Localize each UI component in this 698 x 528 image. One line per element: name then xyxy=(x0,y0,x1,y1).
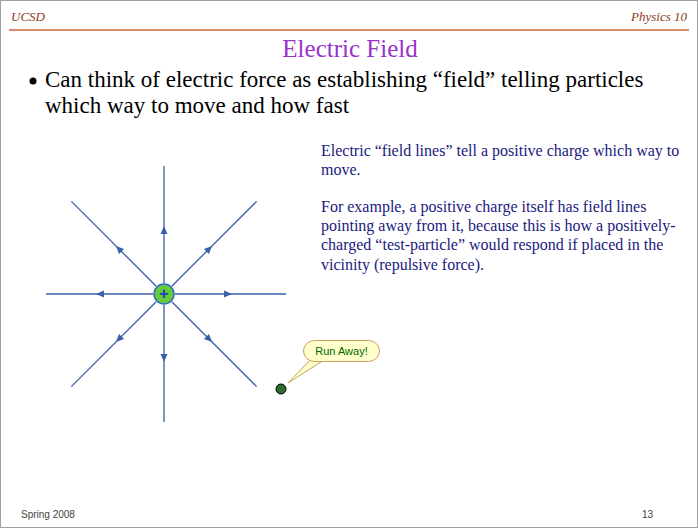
field-lines xyxy=(46,166,286,422)
field-arrowhead xyxy=(116,246,124,254)
explanation-text: For example, a positive charge itself ha… xyxy=(321,197,693,274)
field-line xyxy=(172,302,257,387)
slide-title: Electric Field xyxy=(1,35,698,63)
explanation-text: Electric “field lines” tell a positive c… xyxy=(321,141,693,179)
page-number: 13 xyxy=(642,509,653,520)
field-line xyxy=(163,166,164,283)
header-rule xyxy=(9,29,689,31)
field-arrowhead xyxy=(224,291,232,298)
field-line xyxy=(172,201,257,286)
field-arrowhead xyxy=(161,354,168,362)
field-line xyxy=(71,201,156,286)
field-line xyxy=(163,305,164,422)
field-arrowhead xyxy=(204,334,212,342)
charge-circle: + xyxy=(153,283,175,305)
bullet-text: Can think of electric force as establish… xyxy=(45,67,655,120)
bullet-dot xyxy=(30,78,37,85)
field-arrowhead xyxy=(204,246,212,254)
charge-sign: + xyxy=(153,286,175,302)
speech-bubble: Run Away! xyxy=(303,340,380,362)
field-arrowhead xyxy=(116,334,124,342)
field-line xyxy=(71,302,156,387)
header-right: Physics 10 xyxy=(631,9,687,25)
field-arrowhead xyxy=(96,291,104,298)
field-arrowhead xyxy=(161,226,168,234)
header-left: UCSD xyxy=(11,9,45,25)
footer-date: Spring 2008 xyxy=(21,509,75,520)
bubble-text: Run Away! xyxy=(315,345,368,357)
test-particle xyxy=(276,384,286,394)
